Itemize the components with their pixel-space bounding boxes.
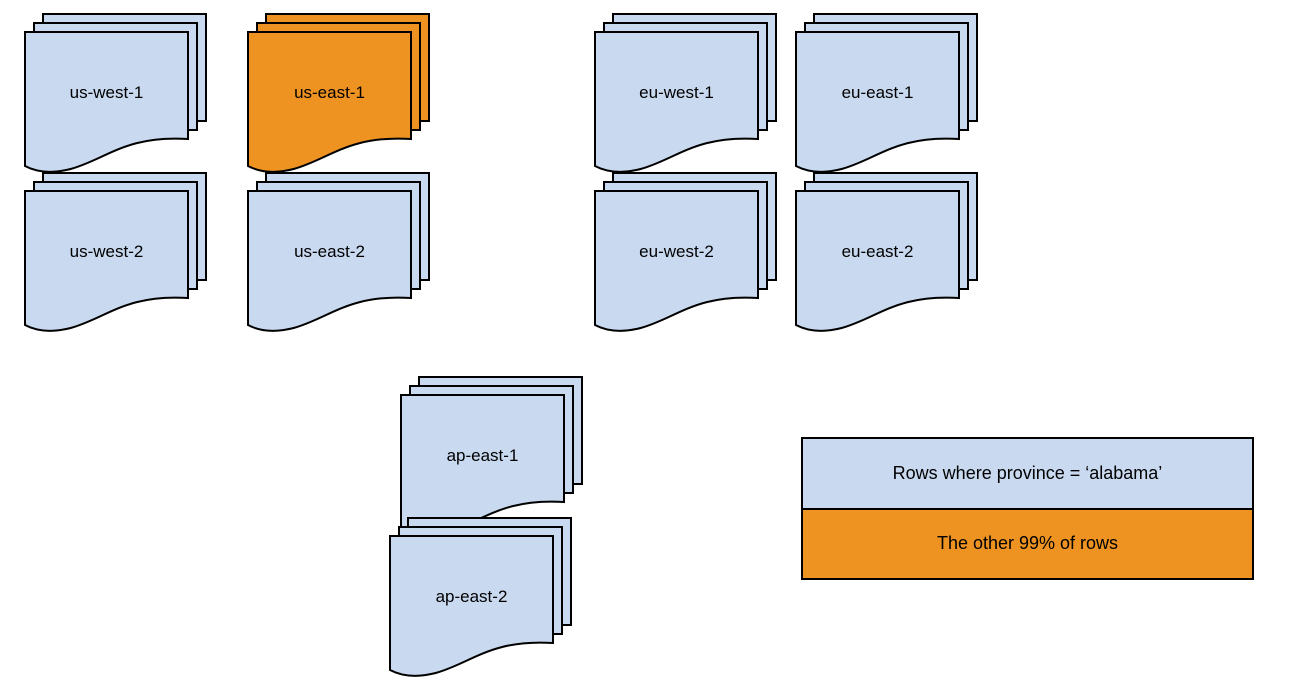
legend-row-label: Rows where province = ‘alabama’ (892, 462, 1163, 483)
document-stack-label: us-east-2 (294, 241, 365, 261)
document-front (594, 31, 759, 173)
document-stack-us-east-2[interactable]: us-east-2 (247, 172, 448, 333)
document-front (247, 31, 412, 173)
legend-row-label: The other 99% of rows (936, 533, 1119, 554)
document-front (594, 190, 759, 332)
document-stack-eu-west-2[interactable]: eu-west-2 (594, 172, 795, 333)
document-stack-eu-east-1[interactable]: eu-east-1 (795, 13, 996, 174)
document-stack-label: eu-west-2 (639, 241, 714, 261)
document-stack-ap-east-1[interactable]: ap-east-1 (400, 376, 601, 537)
document-stack-label: eu-east-2 (841, 241, 914, 261)
document-stack-eu-east-2[interactable]: eu-east-2 (795, 172, 996, 333)
document-front (24, 190, 189, 332)
document-front (247, 190, 412, 332)
legend-row-orange: The other 99% of rows (803, 509, 1252, 578)
document-front (795, 31, 960, 173)
document-stack-label: us-west-2 (69, 241, 144, 261)
document-stack-eu-west-1[interactable]: eu-west-1 (594, 13, 795, 174)
document-stack-us-west-1[interactable]: us-west-1 (24, 13, 225, 174)
document-stack-label: eu-west-1 (639, 82, 714, 102)
legend: Rows where province = ‘alabama’ The other… (801, 437, 1254, 580)
document-stack-label: us-west-1 (69, 82, 144, 102)
document-front (24, 31, 189, 173)
document-stack-label: ap-east-2 (435, 586, 508, 606)
document-stack-graphic (389, 517, 572, 677)
document-stack-label: eu-east-1 (841, 82, 914, 102)
document-stack-graphic (247, 13, 430, 173)
document-stack-label: us-east-1 (294, 82, 365, 102)
document-stack-graphic (795, 172, 978, 332)
document-stack-graphic (594, 172, 777, 332)
document-front (795, 190, 960, 332)
document-stack-graphic (24, 13, 207, 173)
document-front (389, 535, 554, 677)
legend-row-blue: Rows where province = ‘alabama’ (803, 439, 1252, 510)
document-stack-us-east-1[interactable]: us-east-1 (247, 13, 448, 174)
document-stack-graphic (400, 376, 583, 536)
document-stack-us-west-2[interactable]: us-west-2 (24, 172, 225, 333)
document-stack-graphic (594, 13, 777, 173)
document-stack-graphic (795, 13, 978, 173)
document-stack-label: ap-east-1 (446, 445, 519, 465)
document-stack-graphic (24, 172, 207, 332)
document-stack-ap-east-2[interactable]: ap-east-2 (389, 517, 590, 678)
document-stack-graphic (247, 172, 430, 332)
